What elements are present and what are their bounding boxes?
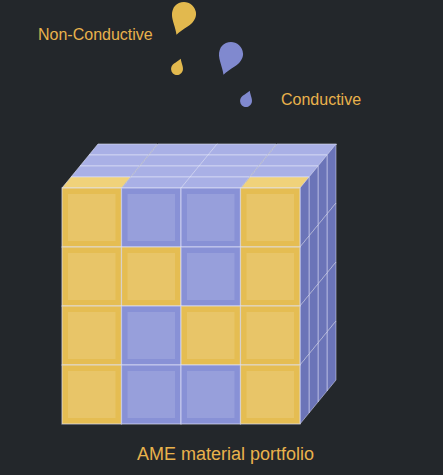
voxel <box>318 332 327 402</box>
voxel <box>62 306 122 365</box>
cube-top-face <box>62 144 337 188</box>
voxel <box>149 144 218 155</box>
voxel <box>309 343 318 413</box>
voxel <box>241 306 301 365</box>
voxel <box>318 273 327 343</box>
voxel <box>122 306 182 365</box>
voxel <box>131 166 200 177</box>
voxel <box>241 188 301 247</box>
material-label: Conductive <box>281 90 361 109</box>
conductive-drop <box>238 89 255 109</box>
voxel <box>140 155 209 166</box>
droplets <box>165 0 255 109</box>
voxel <box>181 247 241 306</box>
voxel <box>62 365 122 424</box>
voxel <box>122 247 182 306</box>
voxel <box>241 365 301 424</box>
voxel <box>318 155 327 225</box>
voxel <box>327 203 336 273</box>
voxel <box>300 177 309 247</box>
voxel <box>241 177 310 188</box>
voxel <box>318 214 327 284</box>
voxel <box>122 188 182 247</box>
material-label: Non-Conductive <box>38 25 153 44</box>
voxel <box>268 144 337 155</box>
voxel <box>62 188 122 247</box>
voxel <box>241 247 301 306</box>
voxel <box>181 365 241 424</box>
cube-right-face <box>300 144 336 424</box>
voxel <box>309 166 318 236</box>
voxel <box>62 247 122 306</box>
voxel <box>250 166 319 177</box>
voxel <box>300 236 309 306</box>
voxel <box>259 155 328 166</box>
voxel <box>71 166 140 177</box>
voxel <box>327 262 336 332</box>
caption: AME material portfolio <box>4 444 443 466</box>
voxel <box>199 155 268 166</box>
voxel <box>327 321 336 391</box>
non-conductive-drop <box>169 57 186 77</box>
voxel <box>327 144 336 214</box>
voxel <box>300 354 309 424</box>
voxel <box>309 284 318 354</box>
voxel <box>190 166 259 177</box>
voxel <box>80 155 149 166</box>
cube-front-face <box>62 188 300 424</box>
voxel <box>89 144 158 155</box>
voxel <box>62 177 131 188</box>
voxel <box>122 365 182 424</box>
non-conductive-drop <box>165 0 199 39</box>
voxel <box>181 188 241 247</box>
voxel <box>122 177 191 188</box>
voxel <box>181 306 241 365</box>
voxel <box>309 225 318 295</box>
conductive-drop <box>212 39 246 79</box>
voxel <box>300 295 309 365</box>
voxel <box>208 144 277 155</box>
voxel <box>181 177 250 188</box>
